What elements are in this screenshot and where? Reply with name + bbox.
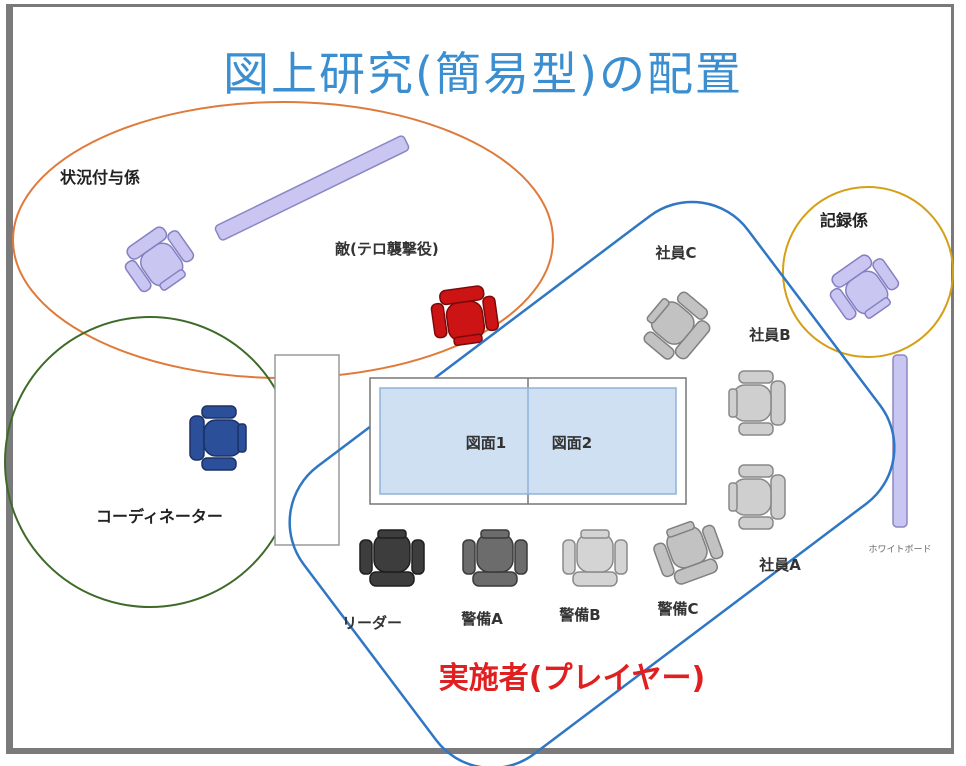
leader-chair-icon <box>359 529 425 587</box>
recorder-label: 記録係 <box>820 211 868 230</box>
staff-a-label: 社員A <box>758 556 801 574</box>
recorder-chair-icon <box>820 246 907 331</box>
players-group-outline <box>288 200 896 766</box>
staff-b-label: 社員B <box>748 326 790 344</box>
map-1-label: 図面1 <box>466 434 506 452</box>
enemy-label: 敵(テロ襲撃役) <box>335 240 439 258</box>
page-title: 図上研究(簡易型)の配置 <box>223 47 743 101</box>
situation-label: 状況付与係 <box>60 168 140 187</box>
guard-a-label: 警備A <box>460 610 503 628</box>
guard-a-chair-icon <box>462 529 528 587</box>
guard-c-chair-icon <box>648 513 730 590</box>
whiteboard-label: ホワイトボード <box>868 544 931 555</box>
staff-c-label: 社員C <box>654 244 696 262</box>
situation-chair-icon <box>115 218 202 303</box>
map-2-label: 図面2 <box>552 434 592 452</box>
players-label: 実施者(プレイヤー) <box>439 661 706 696</box>
staff-c-chair-icon <box>633 283 720 370</box>
situation-table <box>214 135 410 241</box>
guard-b-label: 警備B <box>558 606 600 624</box>
staff-b-chair-icon <box>728 370 786 436</box>
coordinator-table <box>274 354 340 546</box>
leader-label: リーダー <box>342 614 402 632</box>
guard-b-chair-icon <box>562 529 628 587</box>
coordinator-chair-icon <box>189 405 247 471</box>
staff-a-chair-icon <box>728 464 786 530</box>
enemy-chair-icon <box>428 283 502 349</box>
coordinator-label: コーディネーター <box>96 507 223 526</box>
guard-c-label: 警備C <box>656 600 698 618</box>
recorder-group-circle <box>782 186 954 358</box>
